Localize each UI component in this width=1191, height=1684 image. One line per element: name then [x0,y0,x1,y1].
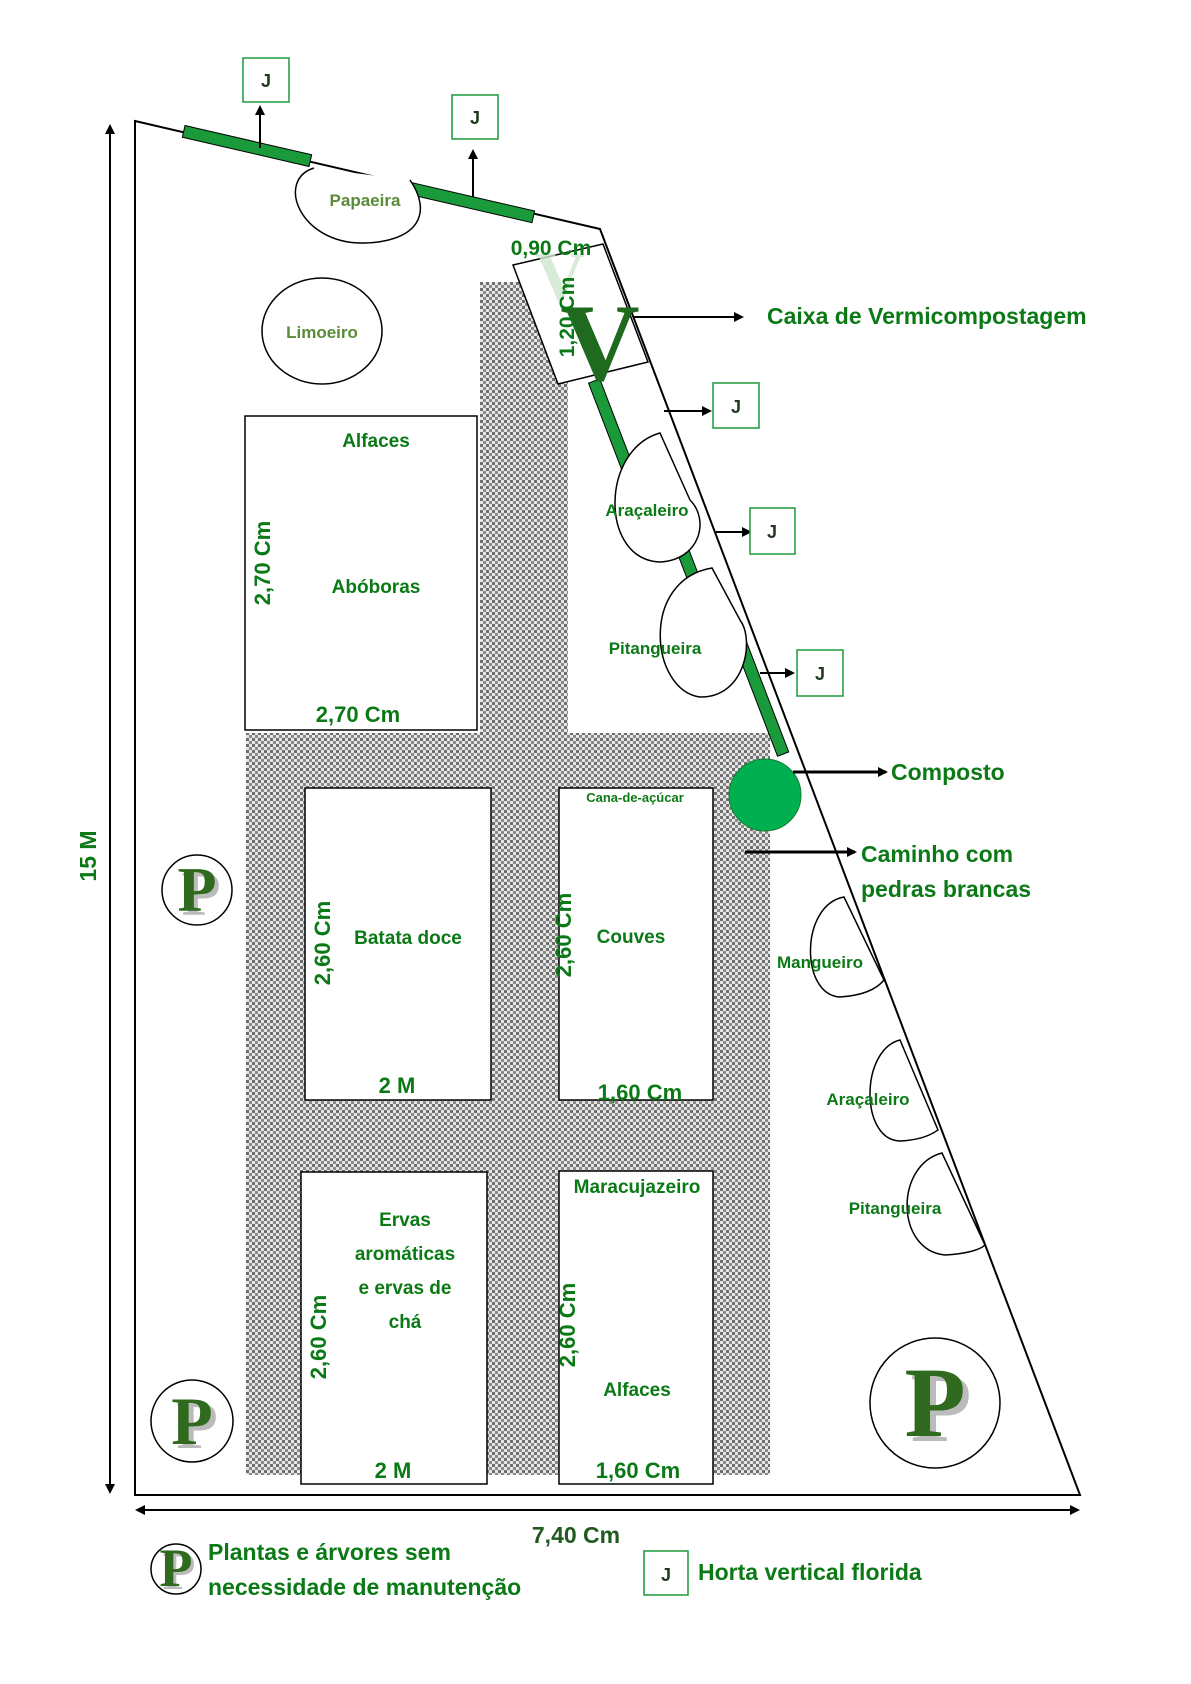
j-box: J [242,57,290,103]
j-box: J [796,649,844,697]
path-callout-line1: Caminho com [861,841,1013,867]
vermi-callout: Caixa de Vermicompostagem [767,303,1087,329]
svg-text:Cana-de-açúcar: Cana-de-açúcar [586,790,684,805]
svg-text:Mangueiro: Mangueiro [777,953,863,972]
bed-batata-doce: Batata doce 2,60 Cm 2 M [304,787,492,1101]
svg-text:1,60 Cm: 1,60 Cm [598,1080,682,1105]
svg-text:P: P [177,854,216,925]
svg-text:P: P [910,1352,971,1463]
tree-pitangueira-1: Pitangueira [609,567,748,698]
svg-text:2,60 Cm: 2,60 Cm [306,1295,331,1379]
svg-text:P: P [181,858,220,929]
svg-text:Ervas: Ervas [379,1210,431,1231]
svg-text:Alfaces: Alfaces [603,1380,671,1401]
svg-text:J: J [815,664,825,684]
svg-text:J: J [470,108,480,128]
svg-text:2 M: 2 M [379,1073,416,1098]
svg-text:Maracujazeiro: Maracujazeiro [574,1177,701,1198]
svg-text:P: P [163,1541,196,1601]
legend-p-label-line1: Plantas e árvores sem [208,1539,451,1565]
svg-text:J: J [261,71,271,91]
svg-text:1,60 Cm: 1,60 Cm [596,1458,680,1483]
p-symbol: P P [869,1337,1001,1469]
bed-maracujazeiro-alfaces: Maracujazeiro Alfaces 2,60 Cm 1,60 Cm [555,1170,714,1485]
svg-text:P: P [160,1538,193,1598]
svg-text:Papaeira: Papaeira [330,191,401,210]
tree-pitangueira-2: Pitangueira [849,1152,986,1256]
svg-text:e ervas de: e ervas de [359,1278,452,1299]
svg-text:Abóboras: Abóboras [332,577,421,598]
tree-papaeira: Papaeira [294,167,422,244]
svg-text:2,70 Cm: 2,70 Cm [250,521,275,605]
svg-text:Couves: Couves [597,927,666,948]
svg-text:Pitangueira: Pitangueira [609,639,702,658]
tree-mangueiro: Mangueiro [777,896,885,998]
tree-aracaleiro-2: Araçaleiro [826,1039,939,1142]
height-dimension-label: 15 M [75,830,101,881]
vertical-garden-bar [181,124,313,168]
p-symbol: P P [161,854,233,929]
svg-text:Limoeiro: Limoeiro [286,323,358,342]
svg-text:Araçaleiro: Araçaleiro [605,501,688,520]
vermicompost-box: V V [511,239,650,404]
base-dimension-label: 7,40 Cm [532,1522,620,1548]
j-box: J [749,507,796,555]
svg-text:chá: chá [389,1312,422,1333]
svg-text:J: J [767,522,777,542]
svg-text:Araçaleiro: Araçaleiro [826,1090,909,1109]
svg-text:2,60 Cm: 2,60 Cm [555,1283,580,1367]
svg-text:Batata doce: Batata doce [354,928,462,949]
p-symbol: P P [150,1379,234,1463]
bed-alfaces-aboboras: Alfaces Abóboras 2,70 Cm 2,70 Cm [244,415,478,731]
bed-ervas: Ervas aromáticas e ervas de chá 2,60 Cm … [300,1171,488,1485]
svg-text:2 M: 2 M [375,1458,412,1483]
compost-circle [728,758,802,832]
svg-text:aromáticas: aromáticas [355,1244,455,1265]
vermi-width-label: 0,90 Cm [511,237,592,260]
compost-callout: Composto [891,759,1005,785]
legend-p-label-line2: necessidade de manutenção [208,1574,521,1600]
svg-text:P: P [171,1383,213,1459]
path-callout-line2: pedras brancas [861,876,1031,902]
tree-aracaleiro-1: Araçaleiro [605,432,701,563]
svg-text:P: P [176,1387,218,1463]
svg-text:Pitangueira: Pitangueira [849,1199,942,1218]
vertical-garden-bar [402,180,536,224]
svg-text:Alfaces: Alfaces [342,431,410,452]
svg-text:2,60 Cm: 2,60 Cm [551,893,576,977]
svg-text:J: J [731,397,741,417]
tree-limoeiro: Limoeiro [261,277,383,385]
j-box: J [451,94,499,140]
legend-p: P P [150,1538,202,1601]
svg-text:P: P [904,1347,965,1458]
legend-j: J [643,1550,689,1596]
svg-text:J: J [661,1565,671,1585]
j-box: J [712,382,760,429]
svg-text:V: V [560,282,639,404]
bed-couves: Cana-de-açúcar Couves 2,60 Cm 1,60 Cm [551,787,714,1105]
svg-text:2,60 Cm: 2,60 Cm [310,901,335,985]
svg-text:V: V [535,239,586,316]
vermi-height-label: 1,20 Cm [556,277,579,358]
legend-j-label: Horta vertical florida [698,1559,922,1585]
svg-text:2,70 Cm: 2,70 Cm [316,702,400,727]
